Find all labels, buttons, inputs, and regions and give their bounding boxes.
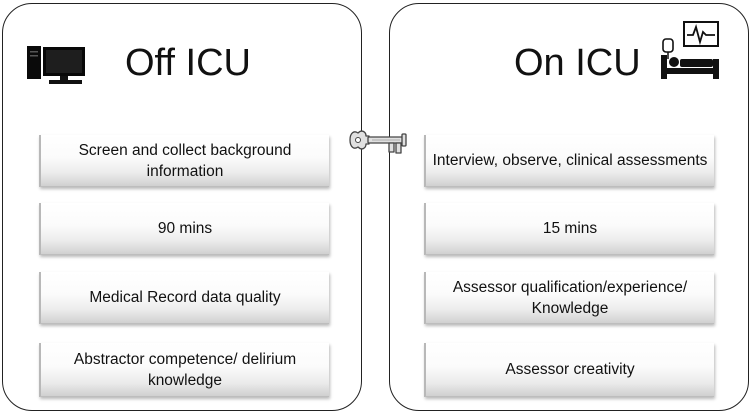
off-icu-box-data-quality: Medical Record data quality [39, 272, 329, 324]
on-icu-box-creativity: Assessor creativity [424, 343, 714, 397]
on-icu-panel: On ICU Interview, observe, clinical asse… [389, 3, 749, 411]
off-icu-box-competence: Abstractor competence/ delirium knowledg… [39, 343, 329, 397]
off-icu-box-screen: Screen and collect background informatio… [39, 135, 329, 187]
on-icu-box-qualification: Assessor qualification/experience/ Knowl… [424, 272, 714, 324]
off-icu-box-time: 90 mins [39, 203, 329, 255]
off-icu-title: Off ICU [125, 42, 251, 84]
on-icu-box-time: 15 mins [424, 203, 714, 255]
off-icu-panel: Off ICU Screen and collect background in… [2, 3, 362, 411]
computer-icon [27, 46, 85, 84]
on-icu-box-interview: Interview, observe, clinical assessments [424, 135, 714, 187]
key-icon [349, 130, 407, 154]
on-icu-title: On ICU [514, 42, 641, 84]
hospital-bed-icon [661, 21, 719, 79]
